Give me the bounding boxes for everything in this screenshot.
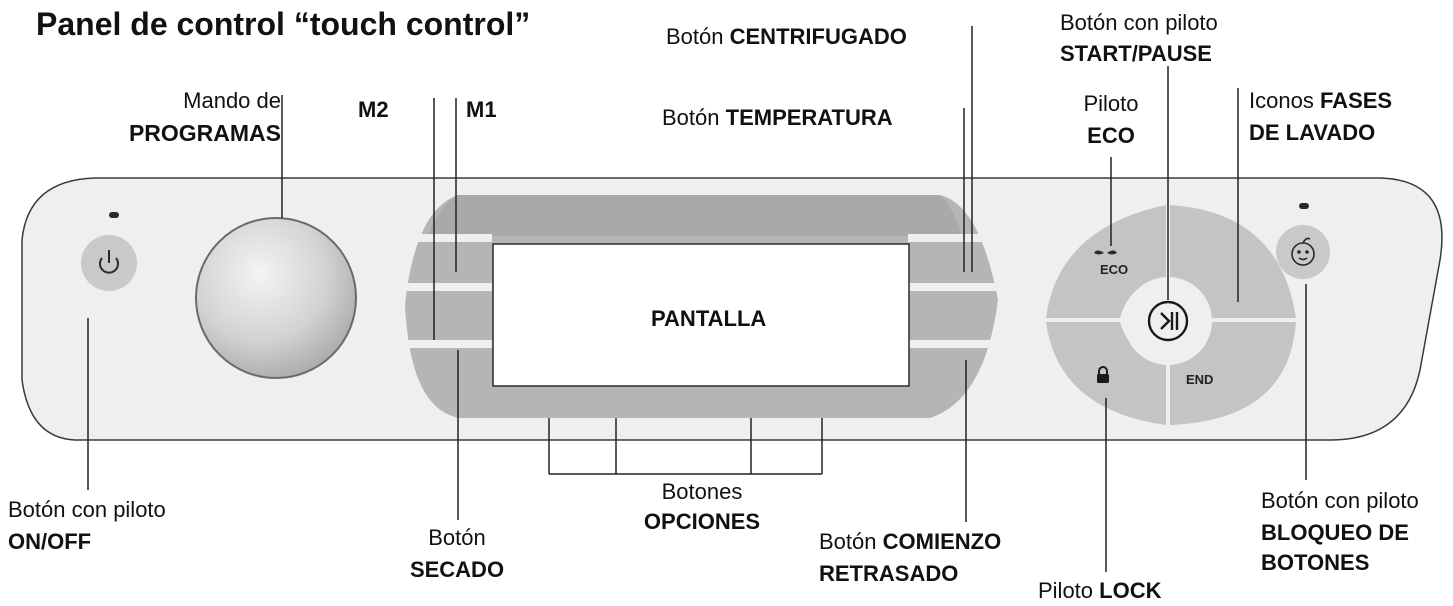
label-programas: Mando de PROGRAMAS: [128, 88, 281, 146]
label-centrifugado: Botón CENTRIFUGADO: [666, 24, 907, 49]
label-bloqueo: Botón con piloto BLOQUEO DE BOTONES: [1261, 488, 1419, 575]
program-knob: [195, 217, 357, 379]
lock-icon: [1097, 366, 1109, 383]
display-screen: [492, 243, 910, 387]
label-fases: Iconos FASES DE LAVADO: [1249, 88, 1393, 145]
label-comienzo: Botón COMIENZO RETRASADO: [819, 529, 1002, 586]
label-lock: Piloto LOCK: [1038, 578, 1162, 603]
diagram-title: Panel de control “touch control”: [36, 6, 531, 42]
label-opciones: Botones OPCIONES: [643, 479, 761, 534]
eco-segment: [1046, 205, 1166, 318]
baby-face-icon: [1291, 237, 1315, 266]
leader-lines: [87, 26, 1307, 572]
label-m2: M2: [358, 97, 389, 122]
label-onoff: Botón con piloto ON/OFF: [8, 497, 166, 554]
label-eco: Piloto ECO: [1083, 91, 1139, 148]
label-start-pause: Botón con piloto START/PAUSE: [1060, 10, 1218, 66]
display-label: PANTALLA: [651, 306, 767, 331]
play-pause-icon: [1147, 300, 1189, 342]
power-icon: [99, 250, 119, 274]
label-secado: Botón SECADO: [409, 525, 505, 582]
eco-button-label: ECO: [1100, 262, 1129, 277]
label-temperatura: Botón TEMPERATURA: [662, 105, 893, 130]
label-m1: M1: [466, 97, 497, 122]
leaf-icon: [1094, 250, 1117, 255]
end-label: END: [1186, 372, 1214, 387]
